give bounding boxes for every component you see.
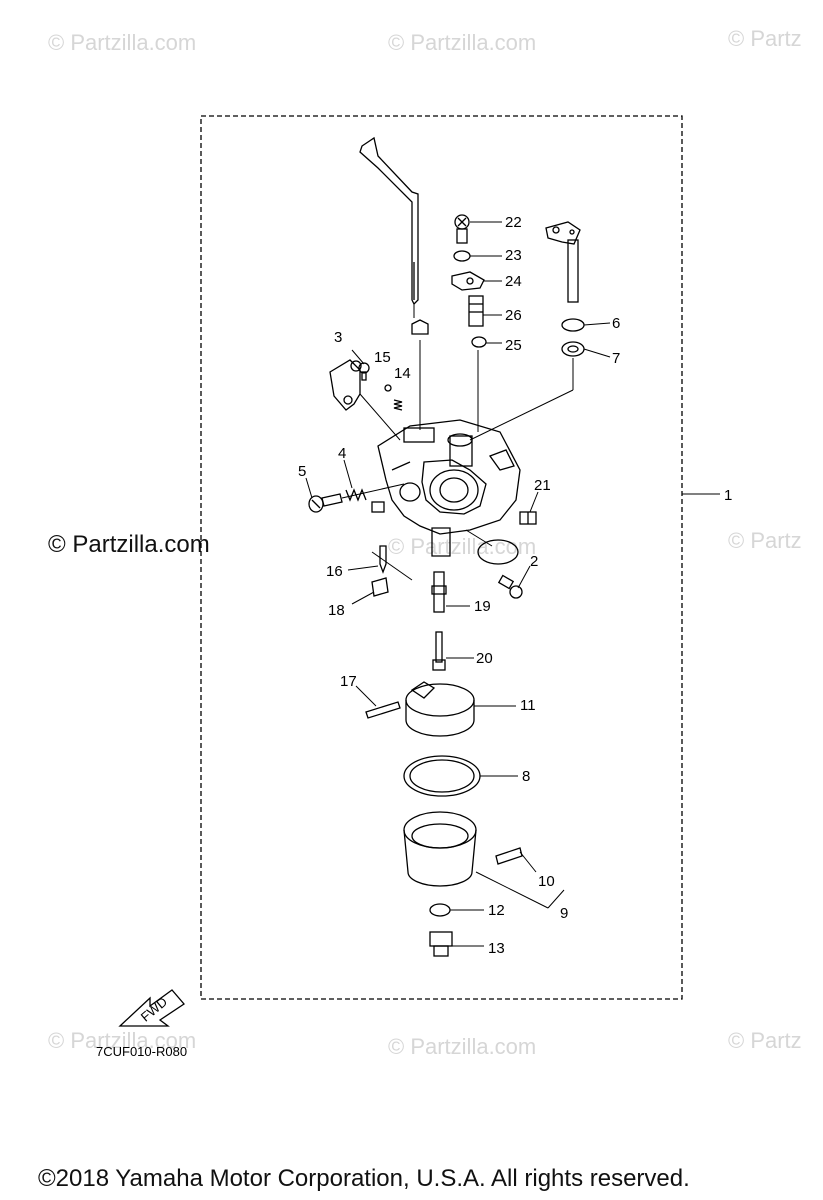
needle-26 xyxy=(468,295,484,327)
screw-21 xyxy=(519,511,537,525)
watermark-top-center: © Partzilla.com xyxy=(388,30,537,55)
label-11: 11 xyxy=(520,697,536,714)
watermark-mid-center: © Partzilla.com xyxy=(388,534,537,559)
label-14: 14 xyxy=(394,365,411,382)
label-15: 15 xyxy=(374,349,391,366)
fwd-arrow-icon xyxy=(118,989,185,1027)
jet-20 xyxy=(432,631,446,671)
label-12: 12 xyxy=(488,902,505,919)
collar-6 xyxy=(561,318,585,332)
watermark-bottom-left: © Partzilla.com xyxy=(48,1028,197,1053)
spring-14 xyxy=(393,399,403,411)
screw-2 xyxy=(497,574,523,599)
watermark-mid-right: © Partz xyxy=(728,528,802,553)
oring-25 xyxy=(471,336,487,348)
diaphragm xyxy=(477,539,519,565)
ball-15 xyxy=(384,384,392,392)
watermark-mid-left: © Partzilla.com xyxy=(48,531,210,558)
label-13: 13 xyxy=(488,940,505,957)
assembly-boundary xyxy=(200,115,683,1000)
screw-5 xyxy=(308,493,343,513)
cover-plate-3 xyxy=(329,359,361,411)
label-4: 4 xyxy=(338,445,346,462)
label-26: 26 xyxy=(505,307,522,324)
throttle-lever xyxy=(545,221,581,245)
copyright-notice: ©2018 Yamaha Motor Corporation, U.S.A. A… xyxy=(38,1165,690,1192)
part-labels: 1 2 3 4 5 6 7 8 9 10 11 12 13 14 15 16 1… xyxy=(96,214,732,1059)
label-22: 22 xyxy=(505,214,522,231)
choke-lever xyxy=(359,136,419,306)
screw-10 xyxy=(495,847,523,865)
label-23: 23 xyxy=(505,247,522,264)
label-10: 10 xyxy=(538,873,555,890)
main-jet-19 xyxy=(431,571,447,613)
label-8: 8 xyxy=(522,768,530,785)
float-11 xyxy=(405,681,475,737)
clip-18 xyxy=(371,577,389,597)
label-18: 18 xyxy=(328,602,345,619)
washer-23 xyxy=(453,250,471,262)
label-20: 20 xyxy=(476,650,493,667)
watermark-bottom-center: © Partzilla.com xyxy=(388,1034,537,1059)
watermark-top-right: © Partz xyxy=(728,26,802,51)
carburetor-body xyxy=(371,419,521,557)
leader-lines xyxy=(305,221,720,947)
label-6: 6 xyxy=(612,315,620,332)
screw-22 xyxy=(454,214,470,244)
label-3: 3 xyxy=(334,329,342,346)
label-25: 25 xyxy=(505,337,522,354)
diagram-code: 7CUF010-R080 xyxy=(96,1044,187,1059)
label-1: 1 xyxy=(724,487,732,504)
label-17: 17 xyxy=(340,673,357,690)
fwd-label: FWD xyxy=(138,994,170,1025)
gasket-8 xyxy=(403,755,481,797)
label-5: 5 xyxy=(298,463,306,480)
watermark-bottom-right: © Partz xyxy=(728,1028,802,1053)
needle-16 xyxy=(379,545,387,574)
label-19: 19 xyxy=(474,598,491,615)
bolt-13 xyxy=(429,931,453,957)
plate-24 xyxy=(451,271,485,291)
float-bowl-9 xyxy=(403,811,477,887)
label-24: 24 xyxy=(505,273,522,290)
screw-3 xyxy=(358,362,370,381)
watermark-top-left: © Partzilla.com xyxy=(48,30,197,55)
washer-12 xyxy=(429,903,451,917)
label-9: 9 xyxy=(560,905,568,922)
label-7: 7 xyxy=(612,350,620,367)
seal-7 xyxy=(561,341,585,357)
label-21: 21 xyxy=(534,477,551,494)
pin-17 xyxy=(365,701,401,719)
label-16: 16 xyxy=(326,563,343,580)
fitting-rod xyxy=(411,319,429,335)
label-2: 2 xyxy=(530,553,538,570)
